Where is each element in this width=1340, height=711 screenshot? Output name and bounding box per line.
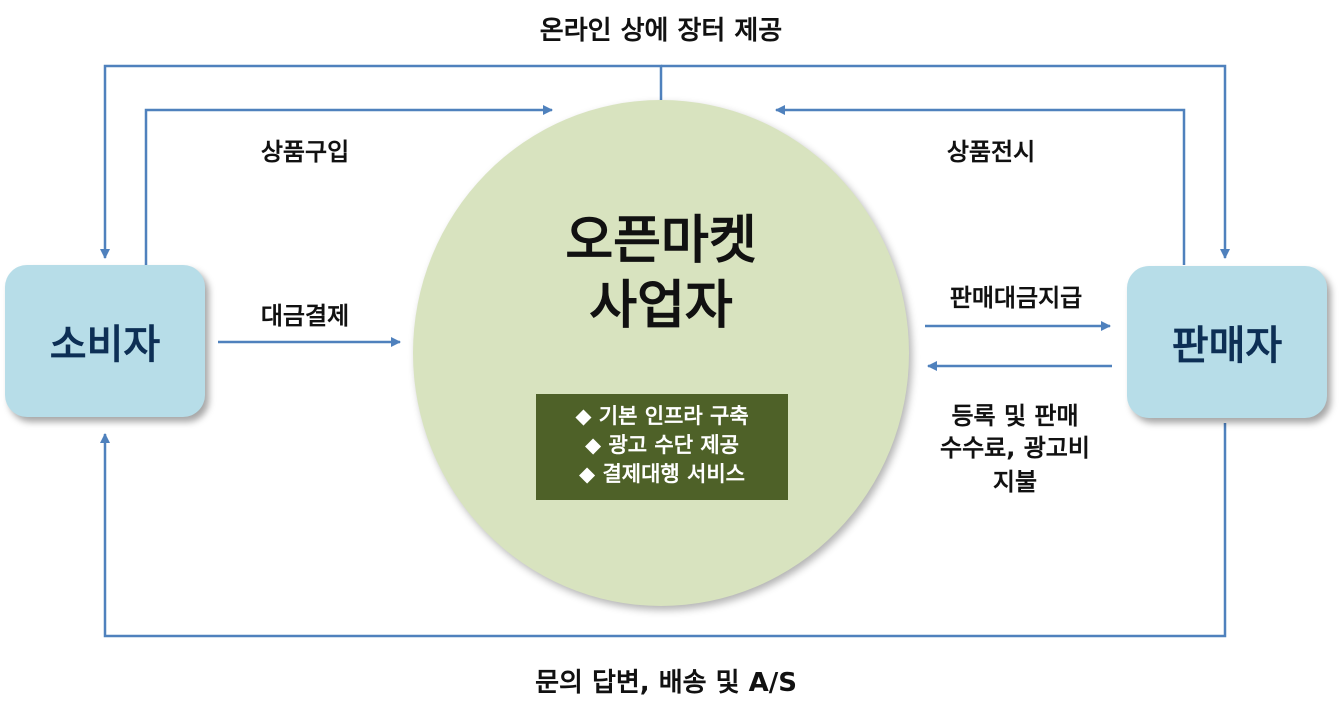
after-service-label: 문의 답변, 배송 및 A/S	[535, 668, 797, 698]
marketplace-arrow-to-consumer	[100, 64, 663, 259]
consumer-label: 소비자	[49, 322, 161, 368]
purchase-label: 상품구입	[260, 138, 350, 166]
open-market-operator-node	[413, 100, 909, 606]
operator-title-line1: 오픈마켓	[565, 211, 757, 271]
payment-label: 대금결제	[260, 302, 350, 330]
fees-label-line2: 수수료, 광고비	[940, 434, 1090, 462]
consumer-node: 소비자	[5, 265, 205, 417]
after-service-arrow	[100, 423, 1227, 638]
display-label: 상품전시	[946, 138, 1036, 166]
fees-label-line1: 등록 및 판매	[951, 402, 1079, 430]
purchase-arrow	[144, 105, 553, 265]
service-item: ◆ 기본 인프라 구축	[575, 404, 749, 428]
settlement-label: 판매대금지급	[949, 284, 1083, 312]
service-item: ◆ 결제대행 서비스	[578, 462, 745, 486]
marketplace-label: 온라인 상에 장터 제공	[539, 16, 783, 46]
seller-label: 판매자	[1171, 323, 1283, 369]
operator-services-box: ◆ 기본 인프라 구축 ◆ 광고 수단 제공 ◆ 결제대행 서비스	[536, 394, 788, 500]
display-arrow	[775, 105, 1186, 265]
fees-label-line3: 지불	[992, 468, 1038, 496]
marketplace-arrow-to-seller	[661, 64, 1230, 259]
operator-title-line2: 사업자	[589, 276, 733, 336]
seller-node: 판매자	[1127, 266, 1327, 418]
service-item: ◆ 광고 수단 제공	[584, 433, 739, 457]
